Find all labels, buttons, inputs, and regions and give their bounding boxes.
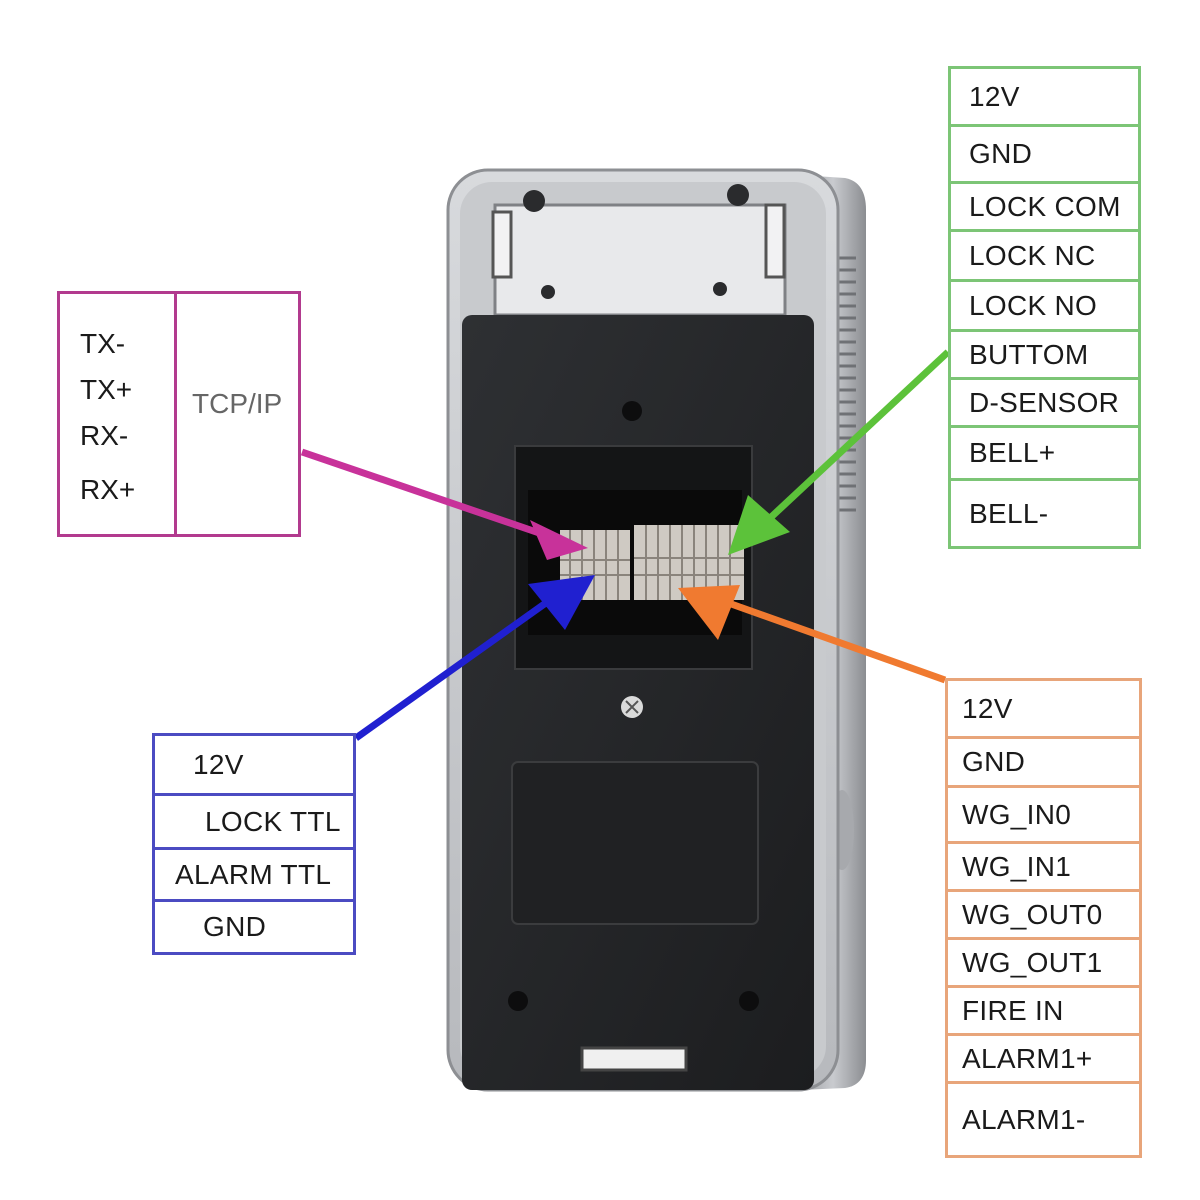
panel-hole-top [622,401,642,421]
network-signal: TX- [80,328,126,359]
green-pin: LOCK COM [951,184,1138,232]
screw-hole-clip-left [541,285,555,299]
green-pin: D-SENSOR [951,380,1138,428]
top-clip-notch-left [491,210,513,279]
arrow-orange [678,585,947,684]
green-pin: BUTTOM [951,332,1138,380]
green-pin: 12V [951,69,1138,127]
screw-hole-bottom-right [739,991,759,1011]
orange-pin-box: 12V GND WG_IN0 WG_IN1 WG_OUT0 WG_OUT1 FI… [945,678,1142,1158]
network-signal: TX+ [80,374,133,405]
green-pin: LOCK NC [951,232,1138,282]
orange-pin: GND [948,739,1139,788]
green-pin: GND [951,127,1138,184]
screw-hole-top-left [523,190,545,212]
orange-pin: WG_IN0 [948,788,1139,844]
blue-pin: 12V [155,736,353,796]
connector-block [560,525,744,600]
orange-pin: WG_OUT1 [948,940,1139,988]
screw-hole-clip-right [713,282,727,296]
green-pin: LOCK NO [951,282,1138,332]
arrow-blue [353,575,595,741]
green-pin-box: 12V GND LOCK COM LOCK NC LOCK NO BUTTOM … [948,66,1141,549]
blue-pin: ALARM TTL [155,850,353,902]
lower-plate [511,761,759,925]
orange-pin: WG_IN1 [948,844,1139,892]
green-pin: BELL+ [951,428,1138,481]
arrow-green [728,349,951,555]
network-group-label: TCP/IP [192,388,283,419]
screw-hole-bottom-left [508,991,528,1011]
green-pin: BELL- [969,497,1049,529]
orange-pin: ALARM1+ [948,1036,1139,1084]
bottom-latch [580,1046,688,1072]
orange-pin: WG_OUT0 [948,892,1139,940]
orange-pin: FIRE IN [948,988,1139,1036]
blue-pin: GND [203,911,267,942]
network-box-divider [174,294,177,534]
orange-pin: ALARM1- [962,1103,1086,1135]
network-pin-box: TX- TX+ RX- RX+ TCP/IP [57,291,301,537]
network-signal: RX+ [80,474,136,505]
blue-pin: LOCK TTL [155,796,353,850]
arrow-magenta [300,448,588,560]
top-clip-notch-right [764,203,786,279]
network-signal: RX- [80,420,129,451]
screw-hole-top-right [727,184,749,206]
orange-pin: 12V [948,681,1139,739]
blue-pin-box: 12V LOCK TTL ALARM TTL GND [152,733,356,955]
top-clip [493,203,787,317]
